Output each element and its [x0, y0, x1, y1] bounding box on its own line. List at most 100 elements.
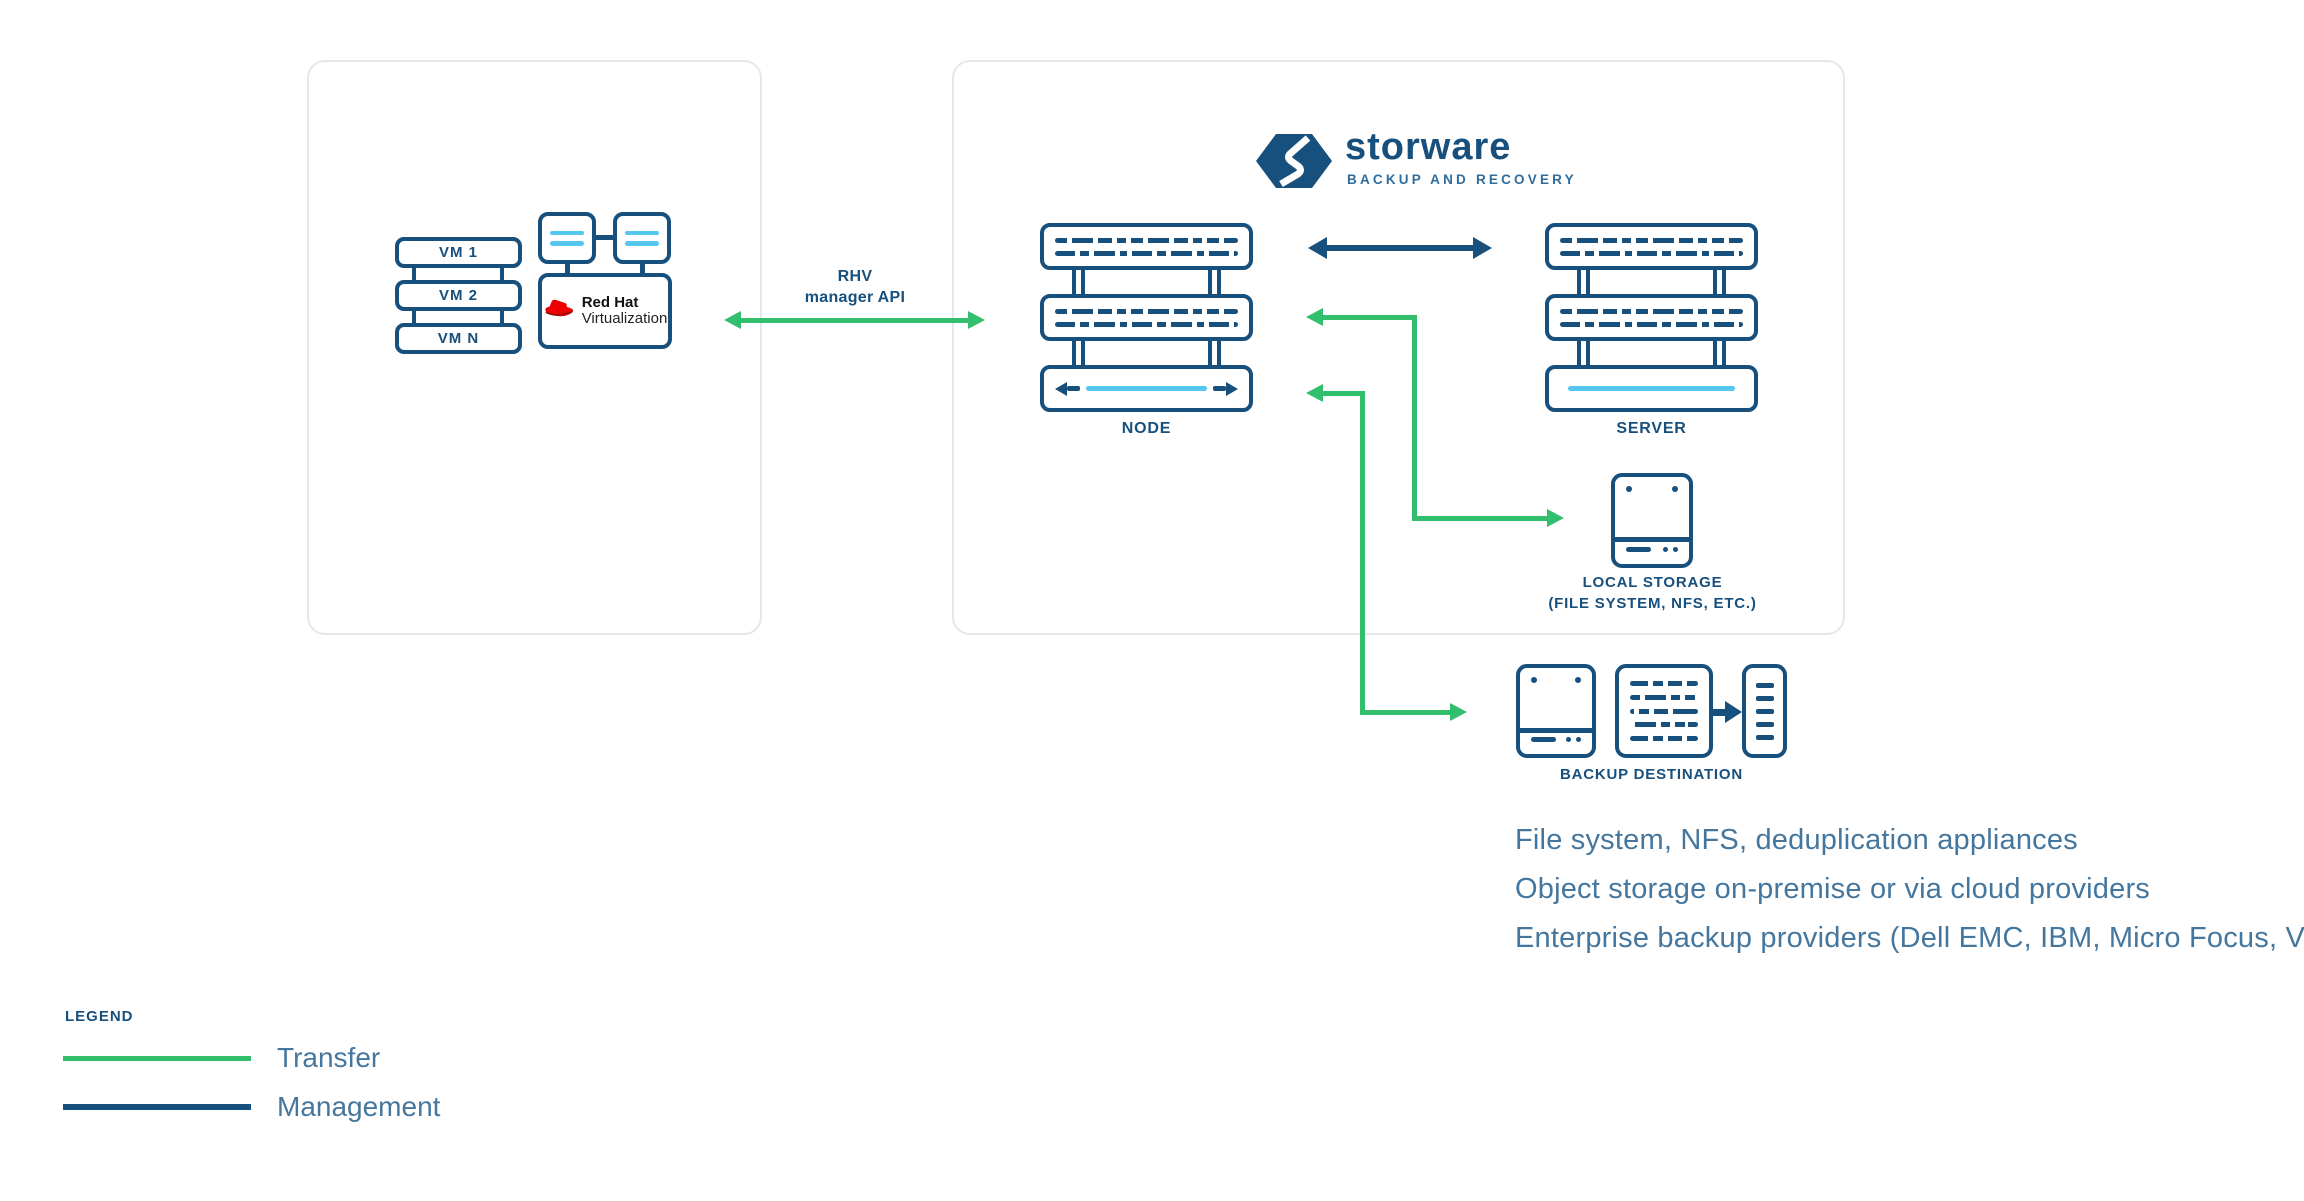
local-storage-line2: (FILE SYSTEM, NFS, ETC.) [1548, 595, 1757, 612]
arrow-head-right [1473, 237, 1492, 259]
disk-dot [1626, 486, 1632, 492]
vm-label: VM N [437, 330, 480, 347]
disk-dot [1565, 736, 1571, 742]
data-dash-row [1630, 694, 1698, 700]
disk-divider [1615, 537, 1689, 542]
data-block-icon [1615, 664, 1713, 758]
api-label-line1: RHV [837, 268, 873, 285]
arrow-head-left [1055, 381, 1067, 396]
transfer-arrow-head [1306, 308, 1323, 326]
monitor-connector-line [565, 260, 570, 275]
transfer-arrow-head [1450, 703, 1467, 721]
transfer-double-arrow [724, 311, 985, 329]
rack-dash-row [1560, 250, 1743, 256]
disk-dash [1531, 736, 1556, 742]
storware-environment-panel [952, 60, 1845, 635]
rack-dash-row [1055, 321, 1238, 327]
rack-unit [1545, 294, 1758, 341]
monitor-connector-line [592, 235, 616, 240]
legend-management-swatch [63, 1104, 251, 1110]
storware-logo-icon [1256, 134, 1332, 193]
legend-management-label: Management [277, 1091, 441, 1122]
legend-title: LEGEND [65, 1008, 134, 1025]
io-cyan-line [1568, 386, 1735, 391]
disk-divider [1520, 728, 1592, 733]
local-storage-label: LOCAL STORAGE (FILE SYSTEM, NFS, ETC.) [1530, 572, 1775, 614]
note-line: Object storage on-premise or via cloud p… [1515, 873, 2150, 905]
data-dash-row [1630, 708, 1698, 714]
transfer-line [1322, 315, 1417, 320]
vm-bar: VM 1 [395, 237, 522, 268]
redhat-hat-icon [543, 298, 575, 324]
rack-unit [1545, 365, 1758, 412]
vm-bar: VM N [395, 323, 522, 354]
rack-unit [1040, 294, 1253, 341]
backup-disk-icon [1516, 664, 1596, 758]
tape-dash [1755, 708, 1774, 714]
tape-dash [1755, 682, 1774, 688]
transfer-arrow-head [1547, 509, 1564, 527]
rack-dash-row [1560, 237, 1743, 243]
node-label: NODE [1121, 420, 1172, 437]
api-label-line2: manager API [804, 289, 906, 306]
arrow-shaft [1327, 245, 1473, 251]
redhat-virtualization-wordmark: Red Hat Virtualization [582, 295, 668, 327]
transfer-line [1360, 391, 1365, 715]
local-storage-disk-icon [1611, 473, 1693, 568]
disk-dash [1626, 546, 1651, 552]
data-dash-row [1630, 681, 1698, 686]
transfer-line [1322, 391, 1365, 396]
rack-dash-row [1055, 237, 1238, 243]
redhat-virtualization-box: Red Hat Virtualization [538, 273, 672, 349]
rack-io-arrows [1055, 381, 1238, 396]
tape-dash [1755, 734, 1774, 740]
note-line: Enterprise backup providers (Dell EMC, I… [1515, 922, 2304, 954]
local-storage-line1: LOCAL STORAGE [1582, 574, 1723, 591]
arrow-head-right [1226, 381, 1238, 396]
dedup-transfer-arrow [1713, 701, 1742, 723]
monitor-connector-line [640, 260, 645, 275]
rack-dash-row [1055, 308, 1238, 314]
legend-transfer-swatch [63, 1056, 251, 1061]
rhv-manager-api-label: RHV manager API [790, 266, 920, 308]
monitor-screen-line [550, 241, 584, 246]
arrow-head-right [968, 311, 985, 329]
transfer-line [1412, 315, 1417, 521]
server-rack-icon [1545, 223, 1758, 438]
rack-unit [1040, 223, 1253, 270]
monitor-screen-line [625, 230, 659, 235]
rack-unit [1040, 365, 1253, 412]
monitor-screen-line [550, 230, 584, 235]
arrow-shaft [741, 317, 968, 323]
arrow-head-left [724, 311, 741, 329]
rhv-environment-panel [307, 60, 762, 635]
disk-dot [1662, 546, 1668, 552]
io-cyan-line [1086, 386, 1207, 391]
transfer-arrow-head [1306, 384, 1323, 402]
arrow-head-left [1308, 237, 1327, 259]
redhat-product: Virtualization [581, 310, 668, 327]
data-dash-row [1630, 736, 1698, 741]
redhat-name: Red Hat [581, 294, 639, 311]
tape-store-icon [1742, 664, 1787, 758]
arrow-head-right [1725, 701, 1742, 723]
arrow-shaft [1713, 708, 1725, 716]
disk-dot [1575, 677, 1581, 683]
transfer-line [1412, 516, 1548, 521]
storware-wordmark: storware [1345, 126, 1512, 168]
arrow-stub [1213, 386, 1226, 391]
disk-dot [1672, 486, 1678, 492]
rack-dash-row [1560, 308, 1743, 314]
transfer-line [1360, 710, 1451, 715]
node-rack-icon [1040, 223, 1253, 438]
rack-dash-row [1055, 250, 1238, 256]
host-monitor-icon [538, 212, 596, 264]
disk-dot [1575, 736, 1581, 742]
disk-dot [1531, 677, 1537, 683]
vm-label: VM 1 [438, 244, 478, 261]
disk-dot [1672, 546, 1678, 552]
host-monitor-icon [613, 212, 671, 264]
backup-destination-label: BACKUP DESTINATION [1559, 766, 1744, 783]
vm-label: VM 2 [438, 287, 478, 304]
